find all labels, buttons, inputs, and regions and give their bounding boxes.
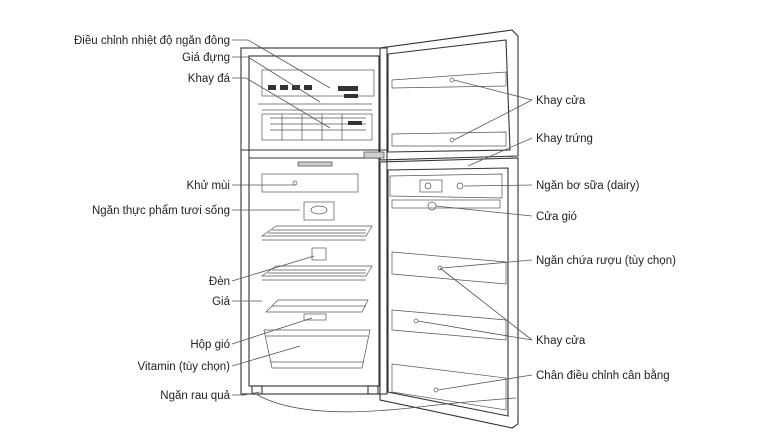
label-shelf: Giá <box>212 296 231 308</box>
label-door-tray-top: Khay cửa <box>536 95 586 107</box>
label-dairy-compartment: Ngăn bơ sữa (dairy) <box>536 180 640 192</box>
label-lamp: Đèn <box>209 276 230 288</box>
label-ice-tray: Khay đá <box>188 73 231 85</box>
label-wine-compartment: Ngăn chứa rượu (tùy chọn) <box>536 255 676 267</box>
label-deodorizer: Khử mùi <box>187 180 231 192</box>
door-fresh-food <box>379 157 519 429</box>
label-air-box: Hộp gió <box>190 339 230 351</box>
label-door-tray-bottom: Khay cửa <box>536 335 586 347</box>
label-fresh-food-compartment: Ngăn thực phẩm tươi sống <box>92 205 230 217</box>
label-egg-tray: Khay trứng <box>536 133 593 145</box>
cabinet <box>240 47 388 395</box>
leader-lines-right <box>417 79 533 391</box>
label-holder: Giá đựng <box>182 52 230 64</box>
label-vitamin: Vitamin (tùy chọn) <box>138 361 231 373</box>
label-leveling-feet: Chân điều chỉnh cân bằng <box>536 369 670 382</box>
label-air-vent: Cửa gió <box>536 211 577 223</box>
label-freezer-temp-control: Điều chỉnh nhiệt độ ngăn đông <box>74 35 230 47</box>
freezer <box>258 69 375 141</box>
leader-lines-left <box>231 39 517 413</box>
label-vegetable-drawer: Ngăn rau quả <box>160 390 230 402</box>
fresh-food-compartment <box>260 161 373 369</box>
